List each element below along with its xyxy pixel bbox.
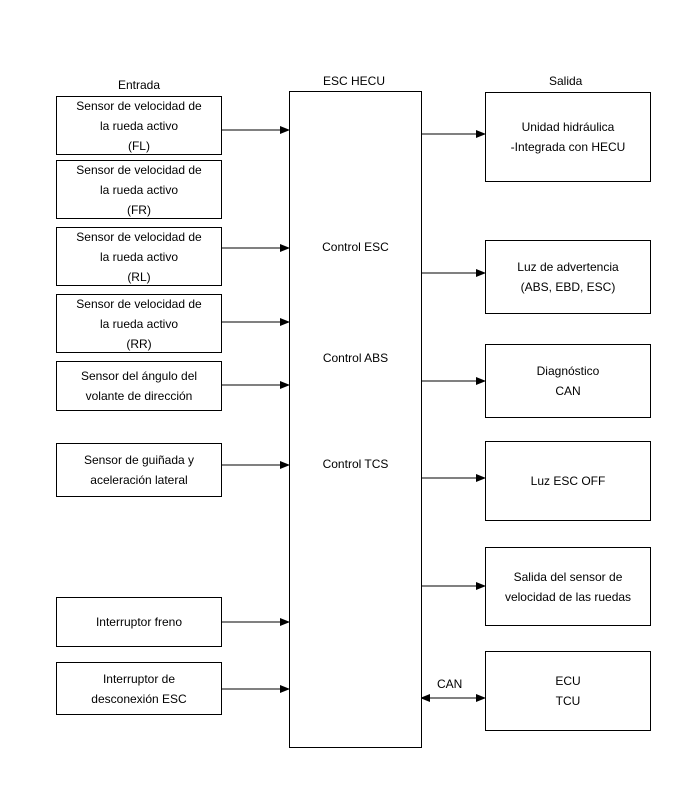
output-box-warning-light: Luz de advertencia (ABS, EBD, ESC) (485, 240, 651, 314)
input-label: Sensor del ángulo del volante de direcci… (80, 369, 198, 403)
can-label: CAN (437, 677, 463, 691)
output-header: Salida (549, 74, 583, 88)
input-box-esc-off-switch: Interruptor de desconexión ESC (56, 662, 222, 715)
output-box-esc-off-light: Luz ESC OFF (485, 441, 651, 521)
center-header: ESC HECU (323, 74, 386, 88)
output-box-diagnostic: Diagnóstico CAN (485, 344, 651, 418)
output-box-ecu-tcu: ECU TCU (485, 651, 651, 731)
input-label: Sensor de velocidad de la rueda activo (… (76, 296, 202, 351)
input-header: Entrada (118, 78, 161, 92)
input-box-wheel-speed-fl: Sensor de velocidad de la rueda activo (… (56, 96, 222, 155)
output-label: Salida del sensor de velocidad de las ru… (504, 569, 632, 604)
output-label: Luz ESC OFF (530, 474, 606, 488)
input-box-wheel-speed-fr: Sensor de velocidad de la rueda activo (… (56, 160, 222, 219)
output-box-hydraulic-unit: Unidad hidráulica -Integrada con HECU (485, 92, 651, 182)
output-box-wheel-speed-output: Salida del sensor de velocidad de las ru… (485, 547, 651, 626)
input-label: Sensor de velocidad de la rueda activo (… (76, 229, 202, 284)
control-tcs-label: Control TCS (322, 457, 389, 471)
input-label: Interruptor de desconexión ESC (91, 671, 187, 706)
output-label: Diagnóstico CAN (536, 364, 600, 398)
input-box-steering-angle: Sensor del ángulo del volante de direcci… (56, 361, 222, 411)
output-label: ECU TCU (555, 674, 581, 708)
esc-hecu-box (289, 91, 422, 748)
input-label: Interruptor freno (95, 615, 183, 629)
control-abs-label: Control ABS (322, 351, 389, 365)
input-label: Sensor de velocidad de la rueda activo (… (76, 162, 202, 217)
input-box-wheel-speed-rl: Sensor de velocidad de la rueda activo (… (56, 227, 222, 286)
input-box-wheel-speed-rr: Sensor de velocidad de la rueda activo (… (56, 294, 222, 353)
input-label: Sensor de guiñada y aceleración lateral (83, 453, 195, 487)
input-box-yaw-sensor: Sensor de guiñada y aceleración lateral (56, 443, 222, 497)
input-label: Sensor de velocidad de la rueda activo (… (76, 98, 202, 153)
output-label: Unidad hidráulica -Integrada con HECU (510, 120, 626, 154)
output-label: Luz de advertencia (ABS, EBD, ESC) (517, 260, 619, 294)
control-esc-label: Control ESC (322, 240, 389, 254)
input-box-brake-switch: Interruptor freno (56, 597, 222, 647)
